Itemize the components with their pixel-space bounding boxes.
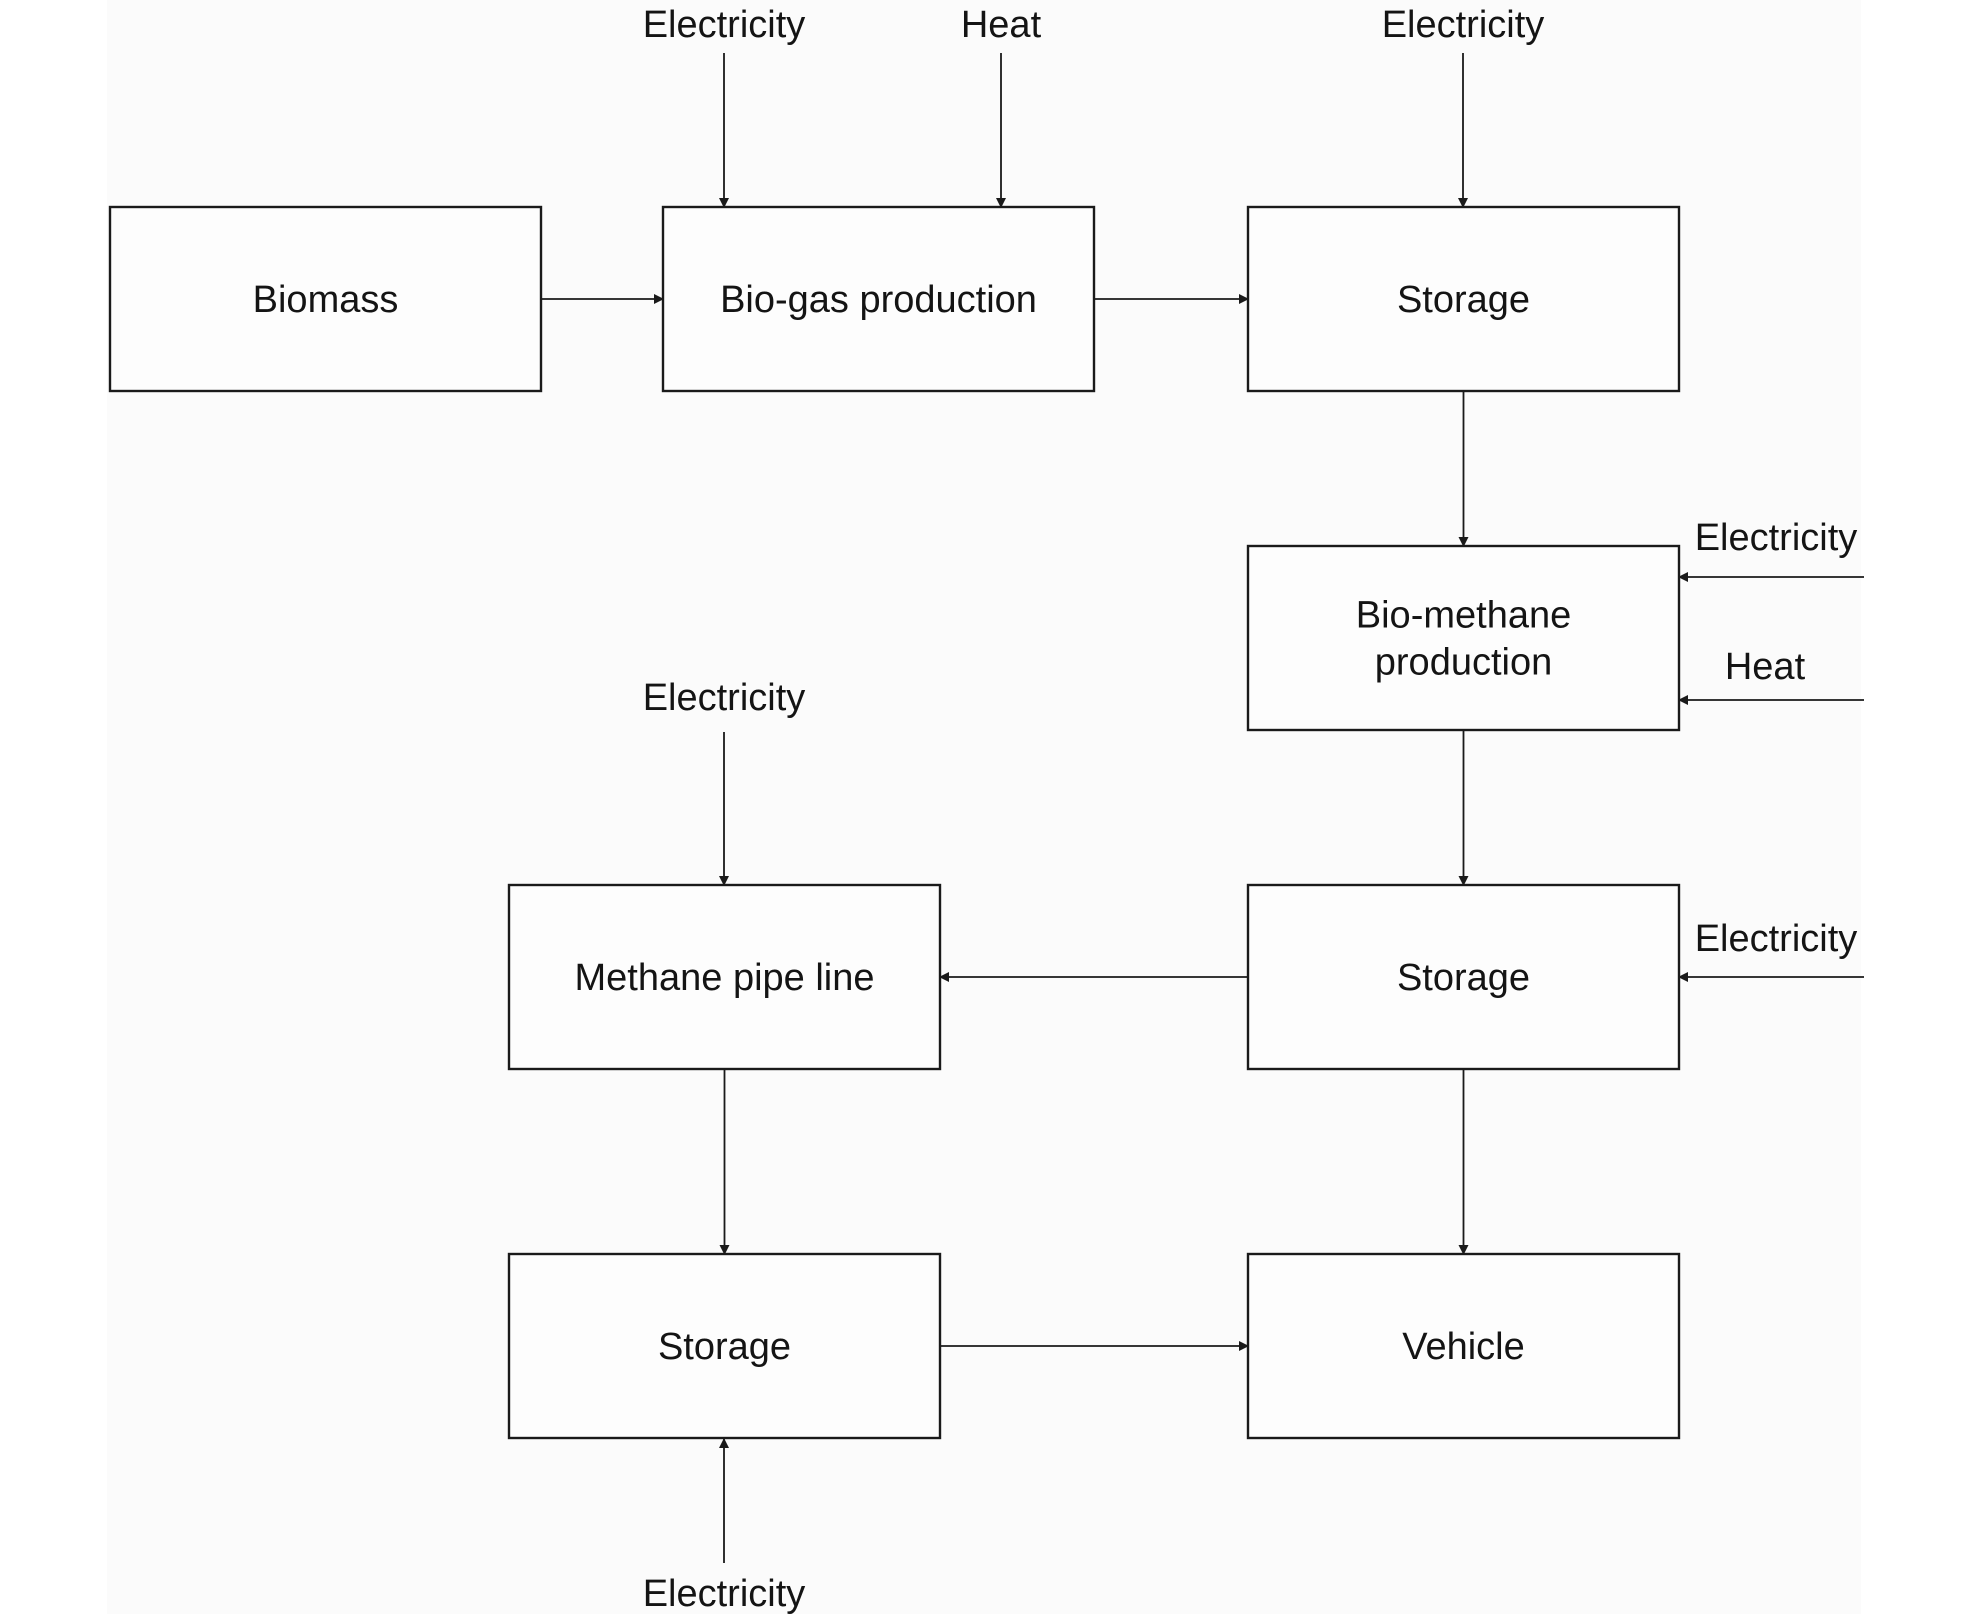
input-label: Electricity <box>643 1573 806 1614</box>
energy-input-elec-storage2: Electricity <box>1678 918 1864 982</box>
node-box <box>1246 1252 1681 1440</box>
node-biomass: Biomass <box>108 205 543 393</box>
input-label: Electricity <box>1695 517 1858 559</box>
node-box <box>108 205 543 393</box>
node-biogas: Bio-gas production <box>661 205 1096 393</box>
node-box <box>1246 205 1681 393</box>
input-label: Electricity <box>643 4 806 46</box>
node-storage1: Storage <box>1246 205 1681 393</box>
node-vehicle: Vehicle <box>1246 1252 1681 1440</box>
energy-input-elec-storage3: Electricity <box>643 1438 806 1614</box>
node-label: production <box>1375 642 1552 684</box>
energy-input-elec-storage1: Electricity <box>1382 4 1545 208</box>
input-label: Electricity <box>1382 4 1545 46</box>
node-label: Methane pipe line <box>575 957 875 999</box>
energy-input-elec-biomethane: Electricity <box>1678 517 1864 582</box>
energy-input-heat-biogas: Heat <box>961 4 1042 208</box>
input-label: Electricity <box>643 677 806 719</box>
node-label: Bio-gas production <box>720 279 1037 321</box>
energy-input-elec-biogas: Electricity <box>643 4 806 208</box>
node-biomethane: Bio-methane production <box>1246 544 1681 732</box>
node-box <box>507 883 942 1071</box>
node-label: Bio-methane <box>1356 595 1571 637</box>
energy-input-elec-pipeline: Electricity <box>643 677 806 886</box>
node-storage3: Storage <box>507 1252 942 1440</box>
node-box <box>507 1252 942 1440</box>
node-box <box>1246 544 1681 732</box>
energy-input-heat-biomethane: Heat <box>1678 646 1864 705</box>
node-storage2: Storage <box>1246 883 1681 1071</box>
input-label: Heat <box>1725 646 1806 688</box>
node-label: Storage <box>658 1326 791 1368</box>
node-label: Biomass <box>253 279 399 321</box>
node-label: Storage <box>1397 957 1530 999</box>
input-label: Heat <box>961 4 1042 46</box>
node-label: Vehicle <box>1402 1326 1525 1368</box>
input-label: Electricity <box>1695 918 1858 960</box>
node-pipeline: Methane pipe line <box>507 883 942 1071</box>
node-box <box>1246 883 1681 1071</box>
node-label: Storage <box>1397 279 1530 321</box>
node-box <box>661 205 1096 393</box>
